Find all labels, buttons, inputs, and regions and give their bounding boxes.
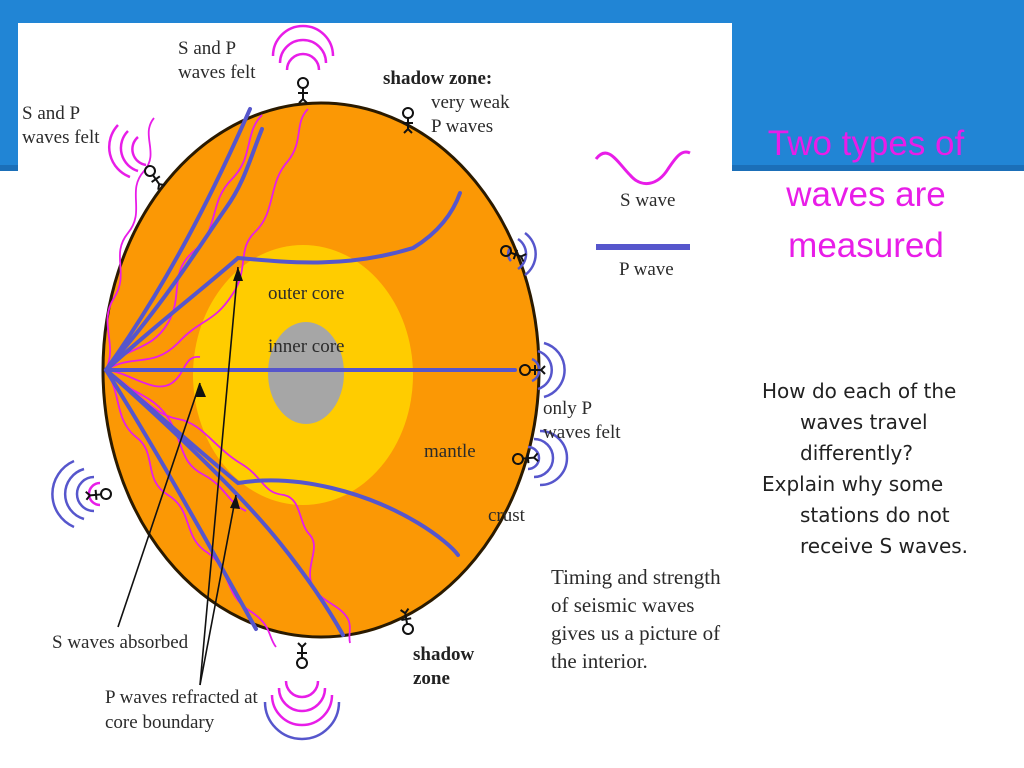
diagram-caption-3: gives us a picture of	[551, 621, 720, 645]
station-signal-arcs	[51, 24, 569, 741]
station-symbols	[85, 77, 546, 669]
diagram-caption-2: of seismic waves	[551, 593, 694, 617]
p-wave-paths	[104, 107, 517, 637]
arrow-head	[233, 267, 243, 281]
s-wave-path	[105, 117, 155, 371]
legend-p-wave-label: P wave	[619, 259, 674, 280]
s-wave-path	[105, 369, 277, 648]
s-wave-path	[105, 114, 263, 371]
s-wave-paths	[105, 108, 351, 648]
station-shadow-top	[402, 107, 414, 134]
s-wave-path	[105, 356, 201, 388]
p-wave-path	[104, 127, 264, 372]
s-wave-path	[105, 369, 351, 644]
p-wave-path	[104, 368, 345, 637]
question-why-no-s-waves: Explain why some stations do not receive…	[762, 472, 969, 558]
arrow-head	[196, 383, 206, 397]
label-shadow-zone-desc-2: P waves	[431, 116, 493, 137]
label-sp-felt-left-1: S and P	[22, 103, 80, 124]
p-wave-path	[104, 191, 462, 372]
station-upper-left	[144, 165, 165, 190]
slide-questions: How do each of the waves travel differen…	[762, 376, 1002, 562]
label-shadow-zone-desc-1: very weak	[431, 92, 510, 113]
label-mantle: mantle	[424, 441, 476, 462]
label-p-refracted-1: P waves refracted at	[105, 687, 259, 708]
arcs-left-lower-station	[51, 459, 95, 529]
arrow-p-refracted-lower	[199, 494, 237, 686]
arrow-heads	[196, 267, 243, 509]
inner-core	[268, 322, 344, 424]
arcs-bottom-station	[270, 680, 334, 727]
diagram-caption-1: Timing and strength	[551, 565, 721, 589]
label-shadow-zone-bottom-1: shadow	[413, 644, 475, 665]
label-shadow-zone-title: shadow zone:	[383, 68, 492, 89]
label-only-p-felt-1: only P	[543, 398, 592, 419]
label-sp-felt-top-2: waves felt	[178, 62, 256, 83]
question-travel-differently: How do each of the waves travel differen…	[762, 379, 957, 465]
arcs-bottom-station-outer	[263, 701, 341, 741]
label-shadow-zone-bottom-2: zone	[413, 668, 450, 689]
p-wave-path	[104, 368, 460, 557]
annotation-arrows	[117, 266, 239, 686]
arrow-head	[230, 495, 240, 509]
arcs-upper-left-station	[108, 124, 147, 179]
label-crust: crust	[488, 505, 526, 526]
label-sp-felt-top-1: S and P	[178, 38, 236, 59]
diagram-caption-4: the interior.	[551, 649, 648, 673]
p-wave-path	[104, 368, 258, 631]
label-sp-felt-left-2: waves felt	[22, 127, 100, 148]
station-shadow-bottom	[400, 608, 414, 635]
arrow-s-absorbed	[117, 382, 201, 628]
diagram-svg: S wave P wave S and P waves felt S and P…	[22, 24, 721, 741]
p-wave-path	[104, 107, 252, 372]
s-wave-path	[105, 369, 247, 512]
station-left-lower	[85, 488, 112, 501]
station-right-upper	[500, 245, 527, 263]
legend-s-wave-symbol	[594, 150, 691, 185]
station-top	[297, 77, 309, 104]
earth-seismic-diagram: S wave P wave S and P waves felt S and P…	[18, 23, 732, 768]
label-s-absorbed: S waves absorbed	[52, 632, 189, 653]
station-right-lower	[512, 452, 539, 465]
legend-s-wave-label: S wave	[620, 190, 675, 211]
arrow-p-refracted-upper	[199, 266, 239, 686]
arcs-right-lower-station	[527, 429, 569, 487]
station-bottom	[296, 642, 308, 669]
label-p-refracted-2: core boundary	[105, 712, 215, 733]
label-outer-core: outer core	[268, 283, 344, 304]
arcs-top-station	[271, 24, 335, 71]
station-right-middle	[519, 364, 546, 376]
slide-title: Two types of waves are measured	[767, 124, 965, 265]
label-inner-core: inner core	[268, 336, 344, 357]
label-only-p-felt-2: waves felt	[543, 422, 621, 443]
